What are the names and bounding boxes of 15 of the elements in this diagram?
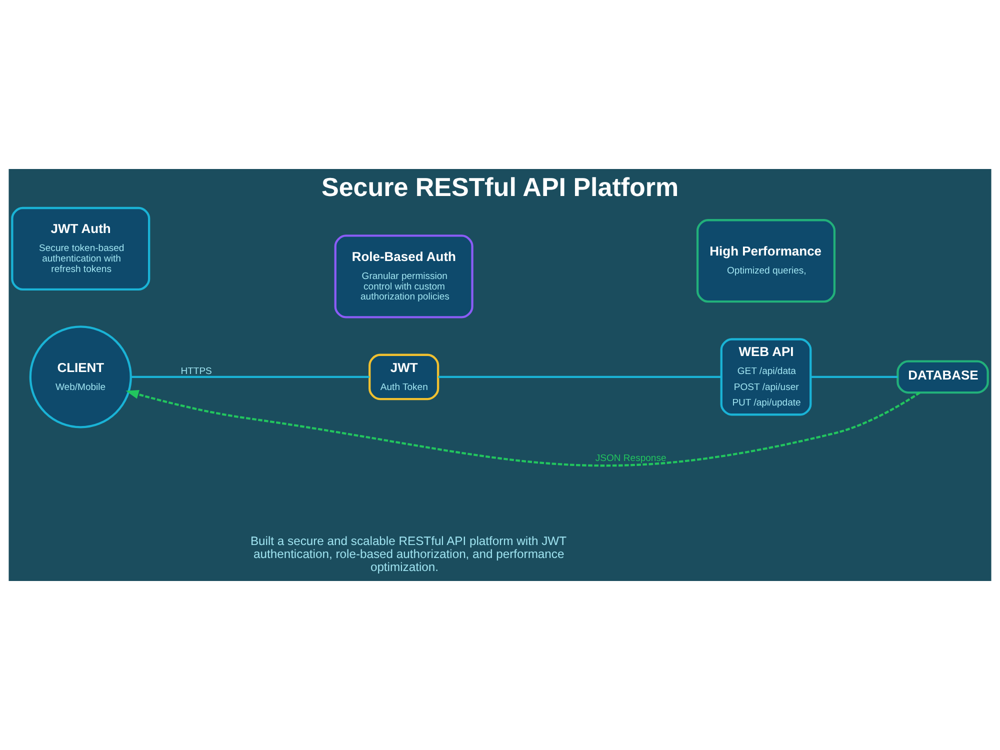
edge-label: HTTPS [180, 366, 212, 378]
connector [810, 376, 898, 378]
node-box: JWT Auth Token [368, 354, 440, 400]
node-box: JWT Auth Secure token-based authentication with refresh tokens [11, 206, 150, 291]
node-circle: CLIENT Web/Mobile [29, 326, 132, 428]
edge-label: JSON Response [595, 452, 666, 464]
connector [131, 376, 370, 378]
diagram-title: Secure RESTful API Platform [322, 172, 679, 202]
node-box: High Performance Optimized queries, [696, 219, 836, 303]
node-box: Role-Based Auth Granular permission control with custom authorization policies [334, 234, 474, 318]
connector [438, 376, 722, 378]
node-box: WEB API GET /api/data POST /api/user PUT /api/update [720, 338, 812, 416]
label: Built a secure and scalable RESTful API platform with JWT authentication, role-based authorization, and performance optimization. [250, 534, 567, 574]
node-box: DATABASE [896, 360, 989, 394]
arrow [126, 390, 920, 466]
